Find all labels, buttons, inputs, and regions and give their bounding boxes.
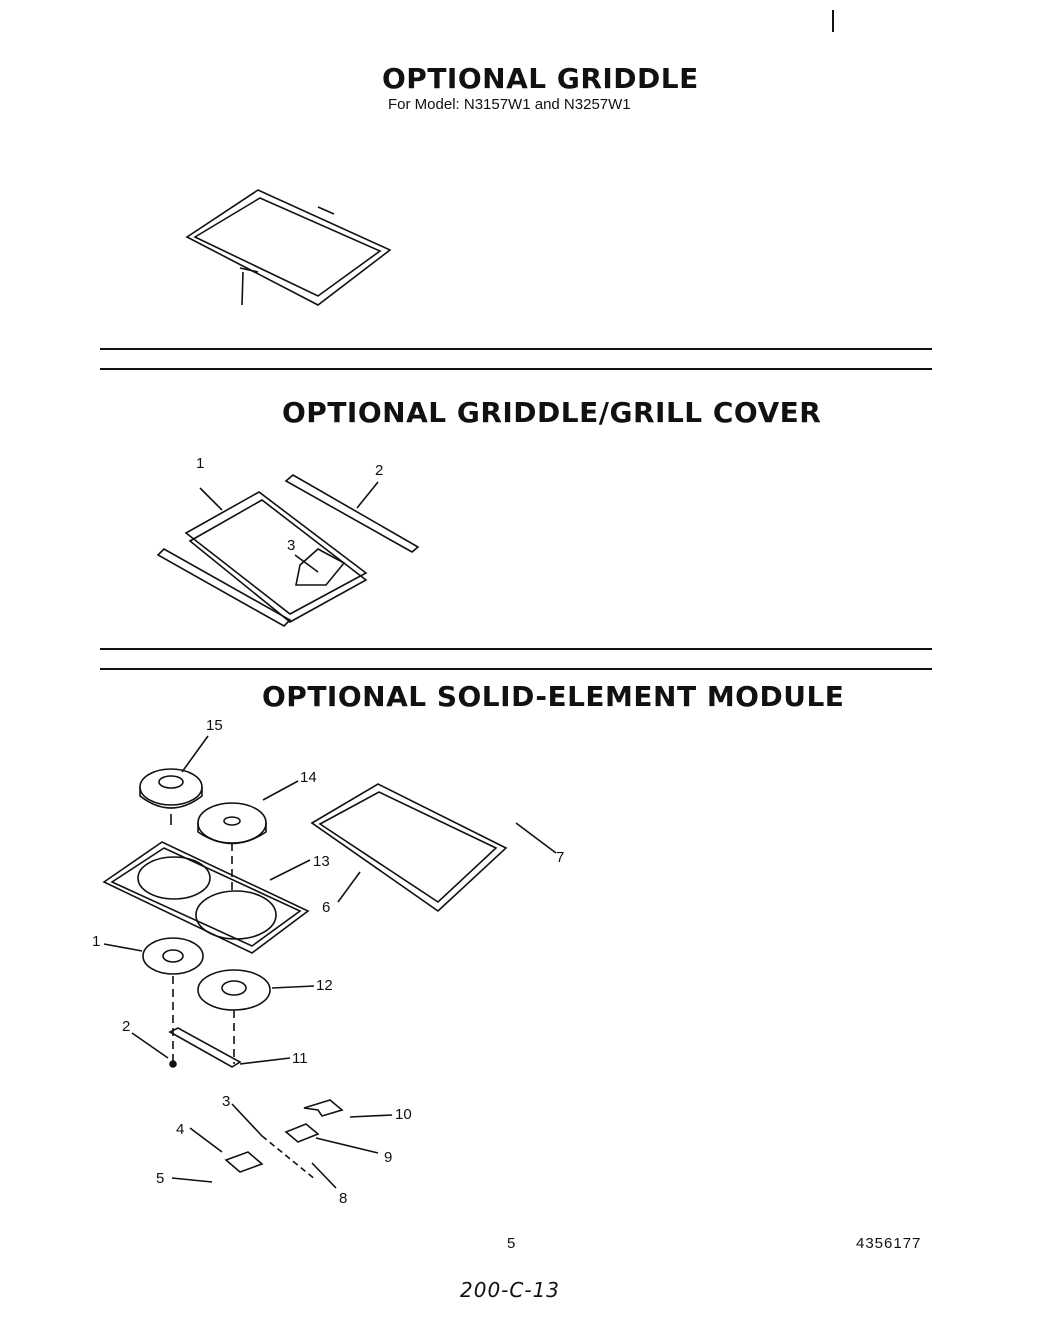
- callout-cover-2: 2: [375, 462, 383, 479]
- callout-module-14: 14: [300, 769, 317, 786]
- callout-module-13: 13: [313, 853, 330, 870]
- griddle-plate: [185, 189, 392, 306]
- callout-module-5: 5: [156, 1170, 164, 1187]
- divider-top-1: [100, 348, 932, 350]
- handwritten-note: 200-C-13: [460, 1278, 561, 1302]
- divider-mid-2: [100, 668, 932, 670]
- section-title-griddle: OPTIONAL GRIDDLE: [382, 62, 699, 95]
- callout-module-12: 12: [316, 977, 333, 994]
- solid-element-module: [102, 735, 557, 1189]
- section-title-grill-cover: OPTIONAL GRIDDLE/GRILL COVER: [282, 396, 822, 429]
- callout-module-10: 10: [395, 1106, 412, 1123]
- callout-module-15: 15: [206, 717, 223, 734]
- divider-mid-1: [100, 648, 932, 650]
- page-number: 5: [507, 1235, 516, 1252]
- callout-module-9: 9: [384, 1149, 392, 1166]
- divider-top-2: [100, 368, 932, 370]
- callout-module-4: 4: [176, 1121, 184, 1138]
- callout-module-8: 8: [339, 1190, 347, 1207]
- corner-mark: [832, 10, 834, 32]
- callout-module-1: 1: [92, 933, 100, 950]
- callout-module-7: 7: [556, 849, 564, 866]
- section-title-solid-element-module: OPTIONAL SOLID-ELEMENT MODULE: [262, 680, 845, 713]
- callout-module-2: 2: [122, 1018, 130, 1035]
- grill-cover: [156, 474, 420, 627]
- callout-module-6: 6: [322, 899, 330, 916]
- callout-module-11: 11: [292, 1050, 308, 1067]
- callout-cover-1: 1: [196, 455, 204, 472]
- callout-cover-3: 3: [287, 537, 295, 554]
- callout-module-3: 3: [222, 1093, 230, 1110]
- document-number: 4356177: [856, 1235, 922, 1252]
- model-subtitle: For Model: N3157W1 and N3257W1: [388, 96, 631, 113]
